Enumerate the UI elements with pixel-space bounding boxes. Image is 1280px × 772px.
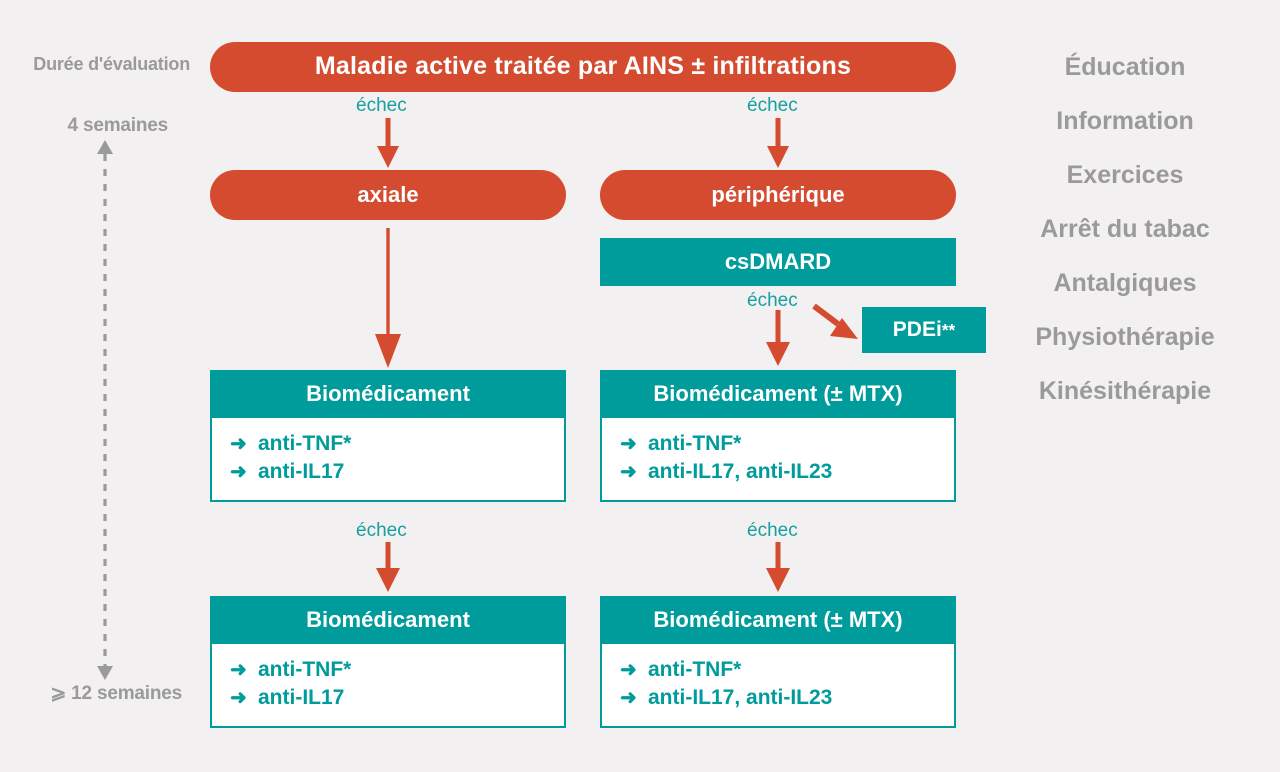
- arrow-title-to-peripherique: [767, 118, 789, 168]
- sidebar-item-education: Éducation: [1064, 52, 1186, 81]
- drug-item: ➜ anti-IL17, anti-IL23: [620, 686, 954, 710]
- arrow-biomed-axial-to-second: [376, 542, 400, 592]
- sidebar-item-physiotherapie: Physiothérapie: [1035, 322, 1215, 351]
- arrow-csdmard-to-biomedicament: [766, 310, 790, 366]
- arrow-bullet-icon: ➜: [230, 461, 247, 483]
- arrow-biomed-periph-to-second: [766, 542, 790, 592]
- supportive-care-list: Éducation Information Exercices Arrêt du…: [980, 40, 1270, 418]
- sidebar-item-antalgiques: Antalgiques: [1053, 268, 1197, 297]
- drug-item: ➜ anti-TNF*: [620, 658, 954, 682]
- card-biomedicament-axial-second: Biomédicament ➜ anti-TNF* ➜ anti-IL17: [210, 596, 566, 728]
- card-header: Biomédicament (± MTX): [600, 596, 956, 644]
- drug-item: ➜ anti-IL17: [230, 686, 564, 710]
- timeline-bottom-label: ⩾ 12 semaines: [50, 683, 182, 704]
- drug-label: anti-TNF*: [648, 432, 742, 455]
- arrow-axiale-to-biomedicament: [375, 228, 401, 368]
- drug-label: anti-IL17, anti-IL23: [648, 460, 833, 483]
- active-disease-title-box: Maladie active traitée par AINS ± infilt…: [210, 42, 956, 92]
- card-body: ➜ anti-TNF* ➜ anti-IL17, anti-IL23: [600, 418, 956, 502]
- echec-label-biomed-periph: échec: [747, 520, 798, 541]
- card-header: Biomédicament (± MTX): [600, 370, 956, 418]
- branch-axiale-box: axiale: [210, 170, 566, 220]
- timeline-caption: Durée d'évaluation: [33, 54, 190, 74]
- sidebar-item-kinesitherapie: Kinésithérapie: [1038, 376, 1212, 405]
- card-biomedicament-peripherique-first: Biomédicament (± MTX) ➜ anti-TNF* ➜ anti…: [600, 370, 956, 502]
- drug-item: ➜ anti-TNF*: [230, 432, 564, 456]
- arrow-bullet-icon: ➜: [620, 687, 637, 709]
- sidebar-item-arret-du-tabac: Arrêt du tabac: [1040, 214, 1210, 243]
- drug-label: anti-TNF*: [258, 432, 352, 455]
- card-biomedicament-peripherique-second: Biomédicament (± MTX) ➜ anti-TNF* ➜ anti…: [600, 596, 956, 728]
- arrow-csdmard-to-pdei: [812, 303, 858, 339]
- echec-label-title-left: échec: [356, 95, 407, 116]
- drug-label: anti-IL17, anti-IL23: [648, 686, 833, 709]
- echec-label-biomed-axial: échec: [356, 520, 407, 541]
- arrow-bullet-icon: ➜: [620, 461, 637, 483]
- arrow-title-to-axiale: [377, 118, 399, 168]
- card-biomedicament-axial-first: Biomédicament ➜ anti-TNF* ➜ anti-IL17: [210, 370, 566, 502]
- arrow-bullet-icon: ➜: [230, 433, 247, 455]
- echec-label-csdmard: échec: [747, 290, 798, 311]
- card-body: ➜ anti-TNF* ➜ anti-IL17, anti-IL23: [600, 644, 956, 728]
- csdmard-box: csDMARD: [600, 238, 956, 286]
- timeline-axis-arrow: [97, 140, 113, 680]
- card-header: Biomédicament: [210, 370, 566, 418]
- branch-peripherique-box: périphérique: [600, 170, 956, 220]
- sidebar-item-information: Information: [1056, 106, 1194, 135]
- card-body: ➜ anti-TNF* ➜ anti-IL17: [210, 644, 566, 728]
- arrow-bullet-icon: ➜: [620, 659, 637, 681]
- drug-label: anti-IL17: [258, 460, 345, 483]
- pdei-label: PDEi: [892, 318, 942, 341]
- arrow-bullet-icon: ➜: [230, 659, 247, 681]
- timeline-top-label: 4 semaines: [67, 115, 169, 136]
- drug-item: ➜ anti-TNF*: [230, 658, 564, 682]
- arrow-bullet-icon: ➜: [620, 433, 637, 455]
- pdei-box: PDEi**: [862, 307, 986, 353]
- drug-label: anti-IL17: [258, 686, 345, 709]
- card-body: ➜ anti-TNF* ➜ anti-IL17: [210, 418, 566, 502]
- drug-label: anti-TNF*: [648, 658, 742, 681]
- sidebar-item-exercices: Exercices: [1066, 160, 1184, 189]
- card-header: Biomédicament: [210, 596, 566, 644]
- echec-label-title-right: échec: [747, 95, 798, 116]
- drug-item: ➜ anti-TNF*: [620, 432, 954, 456]
- arrow-bullet-icon: ➜: [230, 687, 247, 709]
- drug-item: ➜ anti-IL17: [230, 460, 564, 484]
- drug-label: anti-TNF*: [258, 658, 352, 681]
- drug-item: ➜ anti-IL17, anti-IL23: [620, 460, 954, 484]
